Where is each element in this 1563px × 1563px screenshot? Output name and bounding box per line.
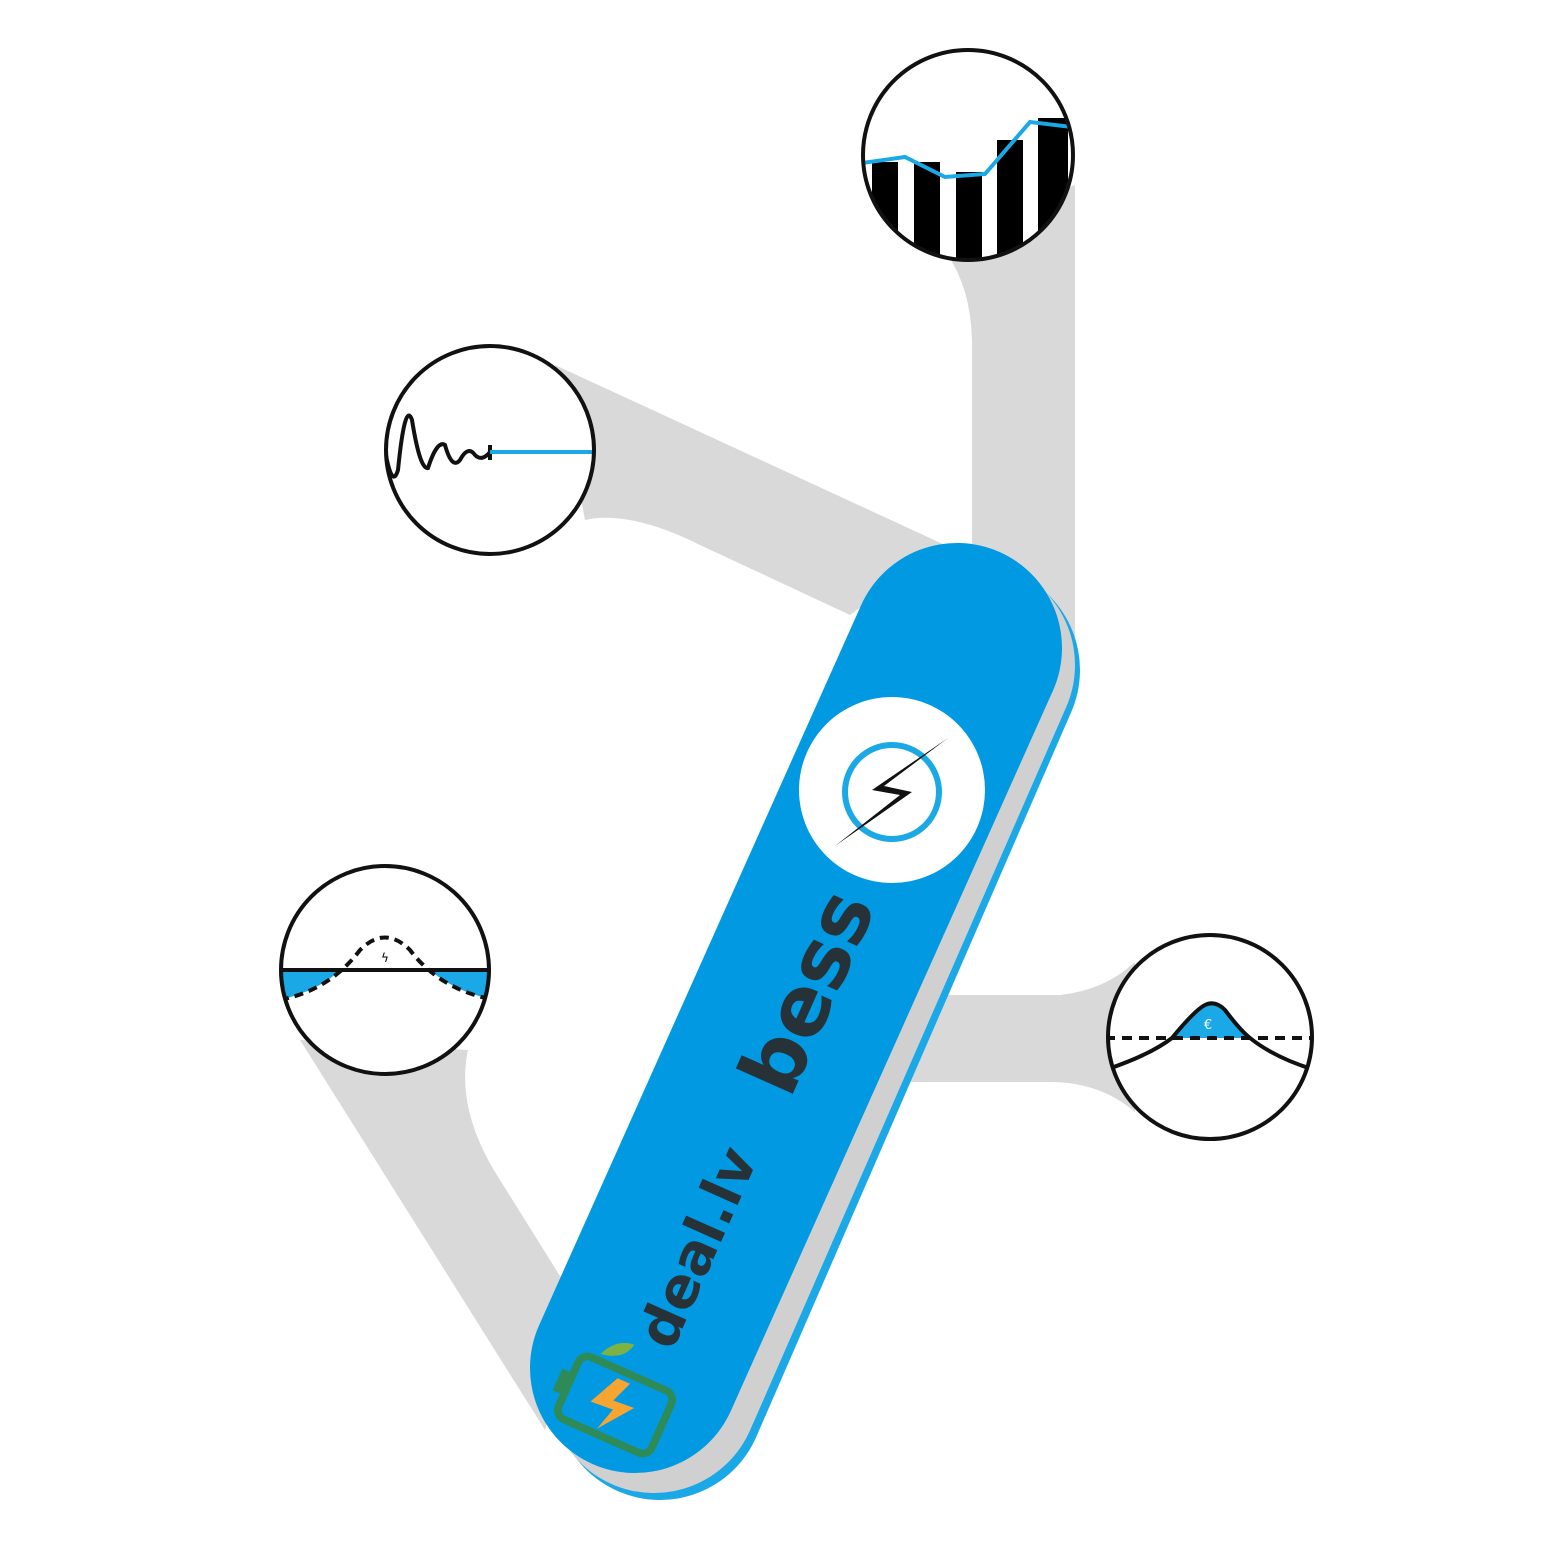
- peak-bolt-symbol: ϟ: [381, 951, 389, 965]
- tool-circle-frequency-response: [384, 344, 596, 556]
- arm-right: [905, 962, 1135, 1112]
- arm-lower-left: [300, 1040, 575, 1430]
- euro-symbol: €: [1204, 1018, 1212, 1033]
- tool-circle-arbitrage: €: [1106, 933, 1314, 1141]
- arm-top-right: [935, 185, 1075, 650]
- arm-left: [555, 365, 945, 615]
- tool-arms: [300, 185, 1135, 1430]
- lightning-badge-icon: [799, 697, 985, 883]
- tool-circle-peak-shaving: ϟ: [279, 864, 491, 1076]
- battery-logo-icon: [552, 1343, 676, 1458]
